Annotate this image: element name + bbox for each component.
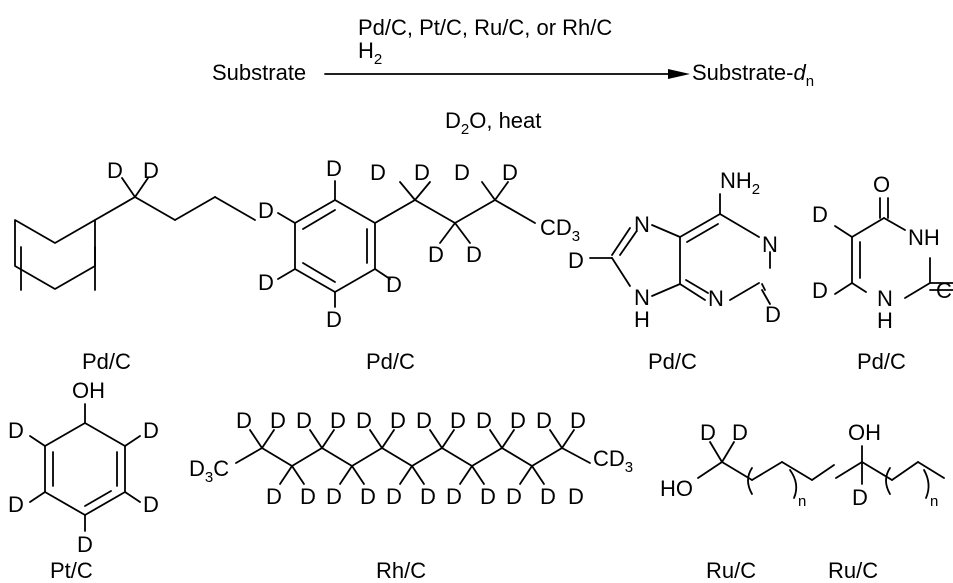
d-atom: D: [568, 484, 584, 509]
hydrogen-label: H2: [358, 38, 382, 68]
h-atom: H: [877, 308, 893, 333]
d-atom: D: [536, 408, 552, 433]
d3c-group: D3C: [189, 456, 229, 486]
d-atom: D: [266, 484, 282, 509]
d-atom: D: [326, 484, 342, 509]
d-atom: D: [386, 272, 402, 297]
nh2-group: NH2: [720, 168, 760, 198]
catalysts-label: Pd/C, Pt/C, Ru/C, or Rh/C: [358, 15, 612, 40]
catalyst-label-6: Rh/C: [376, 558, 426, 583]
catalyst-label-7: Ru/C: [706, 558, 756, 583]
d-atom: D: [356, 408, 372, 433]
compound-5-structure: OH D D D D D Pt/C: [8, 378, 159, 583]
d-atom: D: [330, 408, 346, 433]
catalyst-label-3: Pd/C: [648, 349, 697, 374]
n-atom: N: [762, 232, 778, 257]
d-atom: D: [143, 158, 159, 183]
d-atom: D: [700, 420, 716, 445]
nh-group: NH: [908, 225, 940, 250]
reactant-label: Substrate: [212, 60, 306, 85]
catalyst-label-4: Pd/C: [857, 349, 906, 374]
reaction-header: Substrate Pd/C, Pt/C, Ru/C, or Rh/C H2 D…: [212, 15, 814, 138]
catalyst-label-2: Pd/C: [366, 349, 415, 374]
catalyst-label-1: Pd/C: [82, 349, 131, 374]
n-atom: N: [634, 212, 650, 237]
d-atom: D: [454, 160, 470, 185]
d-atom: D: [506, 484, 522, 509]
d-atom: D: [77, 532, 93, 557]
d-atom: D: [446, 484, 462, 509]
d-atom: D: [326, 307, 342, 332]
d-atom: D: [360, 484, 376, 509]
d-atom: D: [300, 484, 316, 509]
d-atom: D: [812, 202, 828, 227]
d-atom: D: [143, 418, 159, 443]
compound-7-structure: HO D D n Ru/C: [660, 420, 835, 583]
d-atom: D: [8, 492, 24, 517]
d-atom: D: [510, 408, 526, 433]
n-atom: N: [634, 285, 650, 310]
d-atom: D: [107, 158, 123, 183]
reaction-arrow-head: [668, 69, 690, 79]
d-atom: D: [236, 408, 252, 433]
d-atom: D: [568, 248, 584, 273]
d-atom: D: [390, 408, 406, 433]
d-atom: D: [386, 484, 402, 509]
d-atom: D: [258, 198, 274, 223]
d-atom: D: [326, 156, 342, 181]
d-atom: D: [540, 484, 556, 509]
catalyst-label-5: Pt/C: [50, 558, 93, 583]
n-subscript: n: [930, 493, 938, 510]
d-atom: D: [258, 270, 274, 295]
d-atom: D: [414, 160, 430, 185]
d-atom: D: [480, 484, 496, 509]
oh-group: OH: [848, 420, 881, 445]
d-atom: D: [270, 408, 286, 433]
d-atom: D: [296, 408, 312, 433]
ho-group: HO: [660, 476, 693, 501]
d-atom: D: [450, 408, 466, 433]
d-atom: D: [502, 160, 518, 185]
d-atom: D: [428, 242, 444, 267]
product-label: Substrate-dn: [692, 60, 814, 90]
catalyst-label-8: Ru/C: [828, 558, 878, 583]
n-atom: N: [877, 286, 893, 311]
d-atom: D: [812, 278, 828, 303]
d-atom: D: [143, 492, 159, 517]
d-atom: D: [466, 242, 482, 267]
d-atom: D: [8, 418, 24, 443]
compound-1-structure: D D Pd/C: [14, 158, 256, 374]
n-atom: N: [708, 286, 724, 311]
compound-3-structure: NH2 N N N N H D D Pd/C: [568, 168, 781, 374]
compound-6-structure: D D D D D D D D D D D D D D D D D D D D …: [189, 408, 633, 583]
compound-8-structure: OH D n Ru/C: [828, 420, 945, 583]
h-atom: H: [634, 307, 650, 332]
compound-4-structure: O NH N H D D C Pd/C: [812, 172, 953, 374]
d-atom: D: [476, 408, 492, 433]
d-atom: D: [370, 160, 386, 185]
cd3-group: CD3: [593, 446, 633, 476]
d-atom: D: [416, 408, 432, 433]
d-atom: D: [765, 302, 781, 327]
oh-group: OH: [72, 378, 105, 403]
d-atom: D: [420, 484, 436, 509]
compound-2-structure: D D D D D D D D D D D CD3 Pd/C: [258, 156, 580, 374]
d-atom: D: [732, 420, 748, 445]
c-atom-clipped: C: [936, 278, 952, 303]
cd3-group: CD3: [540, 215, 580, 245]
conditions-label: D2O, heat: [445, 108, 541, 138]
d-atom: D: [852, 485, 868, 510]
o-atom: O: [873, 172, 890, 197]
d-atom: D: [570, 408, 586, 433]
n-subscript: n: [798, 493, 806, 510]
